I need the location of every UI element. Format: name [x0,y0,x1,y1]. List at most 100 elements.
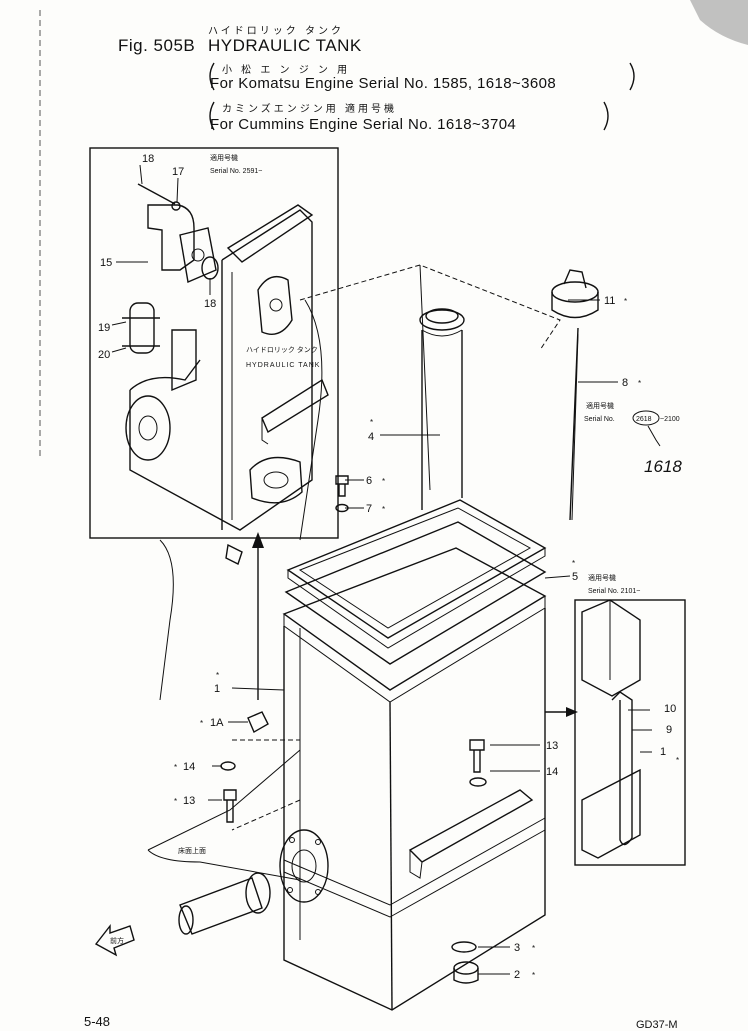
inset-side-port [125,395,171,461]
inset-left-tank-label: HYDRAULIC TANK [246,362,320,369]
part-6: 6 [366,475,372,487]
model-code: GD37-M [636,1019,678,1031]
inset-pipe-stub [171,329,197,392]
part-7: 7 [366,503,372,515]
suction-pipe-4 [421,330,463,510]
tank-bracket [408,789,534,863]
inset-right-hose-9 [611,691,633,838]
svg-text:*: * [572,559,575,568]
part-10: 10 [664,703,676,715]
page-number: 5-48 [84,1014,111,1029]
mount-floor [147,749,301,881]
inset-elbow-pipe-15 [147,204,195,271]
svg-text:*: * [382,477,385,486]
inset-box-left [89,147,339,539]
oring-3 [451,941,477,953]
komatsu-serial-line: For Komatsu Engine Serial No. 1585, 1618… [210,75,557,92]
inset-hose [129,302,155,354]
washer-7 [335,503,349,513]
gasket [284,521,547,665]
front-arrow-icon: 前方 [94,923,135,957]
part-18b: 18 [204,298,216,310]
figure-label: Fig. 505B [118,36,196,55]
washer-14b [469,777,487,787]
cover-plate-5 [286,499,547,639]
scan-smudge [690,0,748,45]
svg-text:*: * [676,756,679,765]
frame-outline [299,264,561,351]
bolt-13b [469,739,485,773]
svg-text:*: * [216,671,219,680]
part-1b: 1 [660,746,666,758]
inset-flange [179,227,217,283]
paren-right-2 [603,101,609,131]
annotation-front-jp: 前方 [110,936,124,945]
filler-cap-11 [551,269,599,319]
annotation-serial-suffix: ~2100 [660,416,680,423]
dipstick-8 [569,327,579,521]
tank-side-port [279,829,329,903]
inset-box-right [574,599,686,866]
part-13: 13 [183,795,195,807]
part-14: 14 [183,761,195,773]
svg-text:*: * [200,719,203,728]
title-jp: ハイドロリック タンク [208,26,344,37]
svg-text:*: * [638,379,641,388]
inset-left-tank-jp: ハイドロリック タンク [246,345,318,354]
tank-front-edge [389,701,393,1011]
annotation-mount-jp: 床面上面 [178,846,206,855]
annotation-serial-prefix: Serial No. [584,416,615,423]
part-2: 2 [514,969,520,981]
part-11: 11 [604,295,615,307]
bolt-6 [335,475,349,497]
handwritten-note: 1618 [644,457,682,476]
cummins-serial-line: For Cummins Engine Serial No. 1618~3704 [210,116,517,133]
tank-top-flange [282,547,547,691]
part-9: 9 [666,724,672,736]
drain-plug-2 [453,968,479,984]
svg-text:*: * [624,297,627,306]
part-4: 4 [368,431,374,443]
part-19: 19 [98,322,110,334]
inset-tank [125,204,329,531]
inset-arrow-head [252,532,264,548]
bolt-13 [223,789,237,823]
inset-washer-17 [171,201,181,211]
svg-text:*: * [532,971,535,980]
part-18: 18 [142,153,154,165]
inset-left-serial: Serial No. 2591~ [210,168,262,175]
washer-14 [220,761,236,771]
handwritten-arrow [647,425,661,447]
komatsu-jp: 小 松 エ ン ジ ン 用 [222,65,351,76]
part-5: 5 [572,571,578,583]
svg-text:*: * [174,763,177,772]
inset-lower-plate [249,456,303,504]
paren-left-1 [209,62,215,91]
tank-body-1 [283,608,546,1011]
page-title: HYDRAULIC TANK [208,36,362,55]
paren-left-2 [209,101,215,131]
part-1A: 1A [210,717,224,729]
annotation-circle [632,410,660,426]
inset-clamps [122,317,160,347]
part-20: 20 [98,349,110,361]
part-14b: 14 [546,766,558,778]
paren-right-1 [629,62,635,91]
nut-small [225,543,243,565]
inset-right-frame-top [581,599,641,697]
part-8: 8 [622,377,628,389]
inset-cover-plate [257,276,293,335]
inset-right-jp-applicable: 適用号機 [588,573,616,582]
svg-text:*: * [532,944,535,953]
svg-text:*: * [370,418,373,427]
hose-outline [159,539,174,701]
nut-1A [247,711,269,733]
svg-text:*: * [382,505,385,514]
outlet-pipe [179,877,263,935]
part-15: 15 [100,257,112,269]
part-17: 17 [172,166,184,178]
inset-bracket [261,378,329,434]
inset-right-serial: Serial No. 2101~ [588,588,640,595]
part-13b: 13 [546,740,558,752]
